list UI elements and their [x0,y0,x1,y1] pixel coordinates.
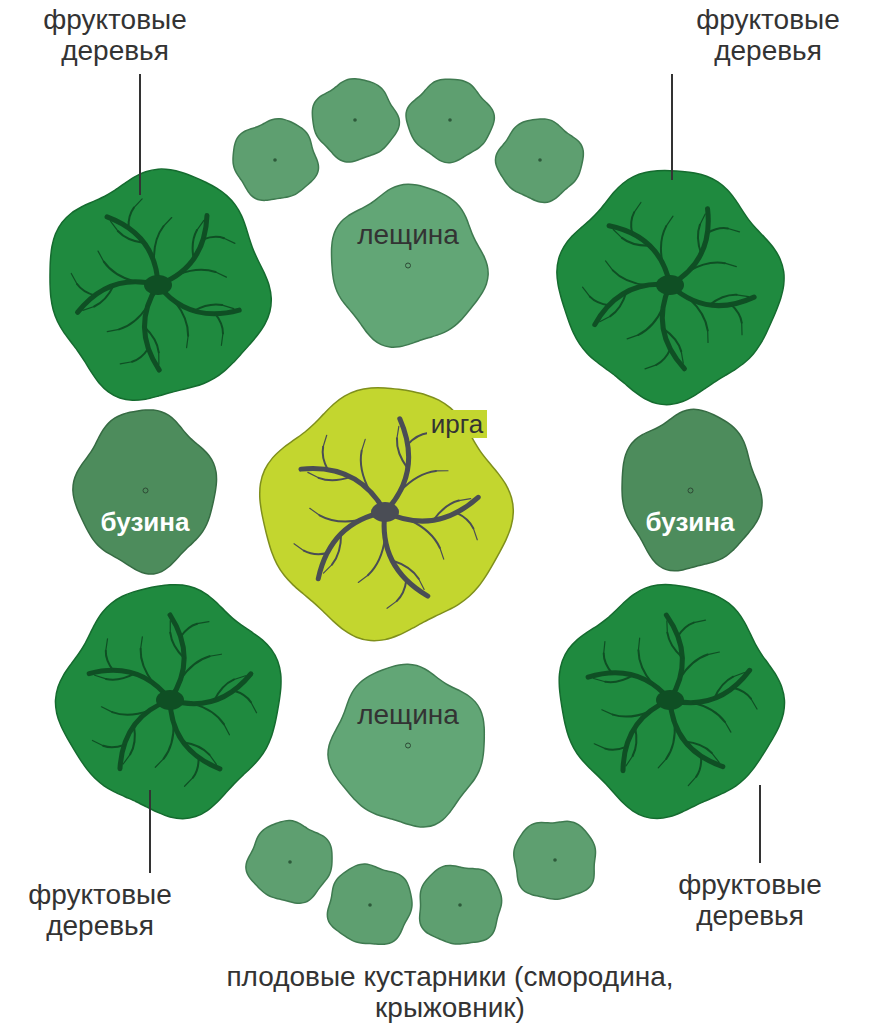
tree-crown [50,169,271,400]
shape-fill [332,184,489,347]
bush-center [553,858,557,862]
shape-fill [72,409,216,573]
bush-center [273,158,277,162]
leader-line [139,74,141,195]
bush-center [368,903,372,907]
shape-fill [328,664,484,827]
tree-branches [588,615,757,785]
bush-center [538,158,542,162]
berry-bush [420,865,502,944]
bush-crown [327,864,412,944]
berry-bush [327,864,412,944]
fruit-tree [557,171,784,405]
shape-fill [260,388,514,641]
shape-outline [618,408,763,573]
fruit-tree [559,585,784,819]
tree-name: ирга [427,410,487,439]
leader-line [671,74,673,180]
tree-trunk [156,690,184,710]
bush-center [288,860,292,864]
shrub-name: бузина [646,508,735,537]
tree-trunk [371,502,399,522]
shrub-name: бузина [101,508,190,537]
shape-outline [328,663,488,828]
bush-crown [312,79,399,162]
tree-group-label: фруктовые деревья [668,5,868,67]
hazel-shrub: лещина [328,663,488,828]
tree-branches [89,615,256,786]
tree-branches [583,202,755,368]
serviceberry-tree: ирга [260,387,510,637]
bush-crown [233,119,318,201]
berry-bush [495,119,583,203]
bush-crown [495,119,583,203]
tree-group-label: фруктовые деревья [15,5,215,67]
shape-center [143,488,148,493]
fruit-tree [55,585,280,819]
bush-center [458,903,462,907]
bush-crown [246,821,332,904]
leader-line [149,790,151,873]
bush-center [448,118,452,122]
hazel-shrub: лещина [328,183,488,348]
tree-trunk [144,275,172,295]
tree-trunk [656,275,684,295]
tree-group-label: фруктовые деревья [650,870,850,932]
shrub-name: лещина [357,700,459,731]
shrub-name: лещина [357,220,459,251]
leader-line [759,785,761,863]
tree-crown [559,585,784,819]
elder-shrub: бузина [618,408,763,573]
shape-center [406,263,411,268]
berry-bush [312,79,399,162]
bush-center [353,118,357,122]
bush-crown [514,821,596,899]
fruit-tree [50,169,271,400]
tree-group-label: фруктовые деревья [0,880,200,942]
bush-crown [406,79,494,163]
berry-bush [246,821,332,904]
tree-branches [294,419,478,608]
tree-crown [557,171,784,405]
shape-center [688,488,693,493]
shape-outline [73,408,218,573]
shape-outline [328,183,488,348]
berry-bush [233,119,318,201]
elder-shrub: бузина [73,408,218,573]
bush-crown [420,865,502,944]
berry-bush [514,821,596,899]
tree-crown [55,585,280,819]
tree-trunk [656,690,684,710]
shape-center [406,743,411,748]
bush-group-label: плодовые кустарники (смородина, крыжовни… [200,962,700,1024]
shape-fill [622,409,762,570]
berry-bush [406,79,494,163]
tree-branches [71,199,239,370]
